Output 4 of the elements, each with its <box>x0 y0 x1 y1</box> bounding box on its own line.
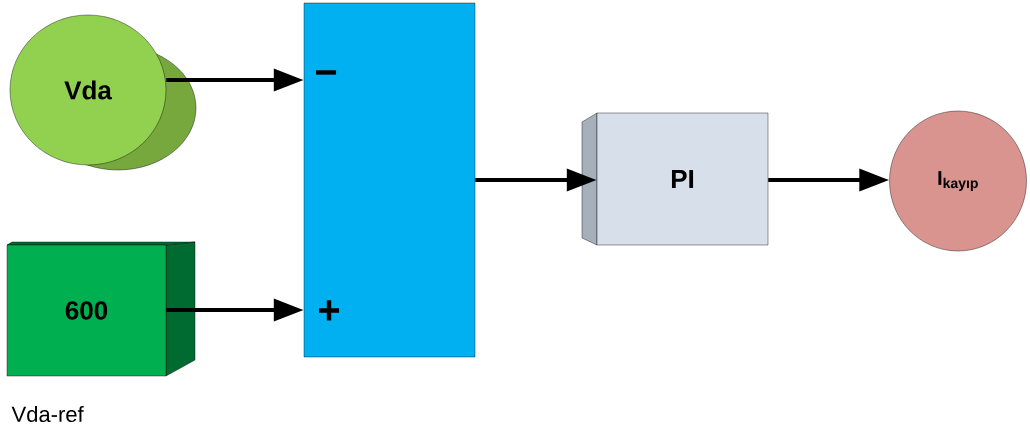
controller-block: PI <box>581 112 769 246</box>
cube-block: 600 <box>6 241 196 377</box>
summing-block: − + <box>303 2 476 358</box>
block-caption: Vda-ref <box>11 405 84 423</box>
